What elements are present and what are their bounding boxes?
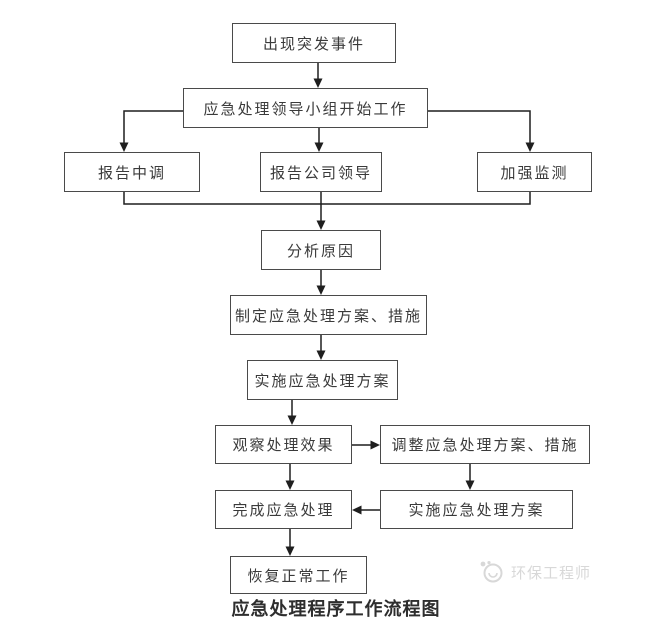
node-implement-plan-again: 实施应急处理方案 [380, 490, 573, 529]
panda-circle-logo-icon [480, 561, 503, 583]
node-observe-effect: 观察处理效果 [215, 425, 352, 464]
edge-formulate-plan-to-implement-plan [316, 335, 326, 360]
node-report-dispatch: 报告中调 [64, 152, 200, 192]
brand-name: 环保工程师 [511, 564, 592, 582]
edge-implement-plan-again-to-complete-handling [352, 505, 380, 515]
edge-leading-group-to-report-dispatch [119, 110, 183, 152]
node-adjust-plan: 调整应急处理方案、措施 [380, 425, 590, 464]
node-resume-normal: 恢复正常工作 [230, 556, 367, 594]
edge-observe-effect-to-complete-handling [285, 464, 295, 490]
node-complete-handling: 完成应急处理 [215, 490, 352, 529]
node-report-company: 报告公司领导 [260, 152, 382, 192]
node-incident: 出现突发事件 [232, 23, 396, 63]
edge-implement-plan-to-observe-effect [287, 400, 297, 425]
node-leading-group: 应急处理领导小组开始工作 [183, 88, 428, 128]
brand-watermark: 环保工程师 [478, 560, 591, 584]
edge-complete-handling-to-resume-normal [285, 529, 295, 556]
diagram-caption: 应急处理程序工作流程图 [231, 599, 441, 619]
node-strengthen-monitoring: 加强监测 [477, 152, 592, 192]
edge-observe-effect-to-adjust-plan [352, 440, 380, 450]
node-implement-plan: 实施应急处理方案 [247, 360, 398, 400]
node-formulate-plan: 制定应急处理方案、措施 [230, 295, 427, 335]
edge-adjust-plan-to-implement-plan-again [465, 464, 475, 490]
edge-merge-to-analyze-cause [316, 192, 326, 230]
edge-leading-group-to-report-company [314, 128, 324, 152]
node-analyze-cause: 分析原因 [261, 230, 381, 270]
edge-leading-group-to-strengthen-monitoring [428, 110, 535, 152]
edge-merge-bar [123, 192, 531, 205]
edge-analyze-cause-to-formulate-plan [316, 270, 326, 295]
edge-incident-to-leading-group [313, 63, 323, 88]
